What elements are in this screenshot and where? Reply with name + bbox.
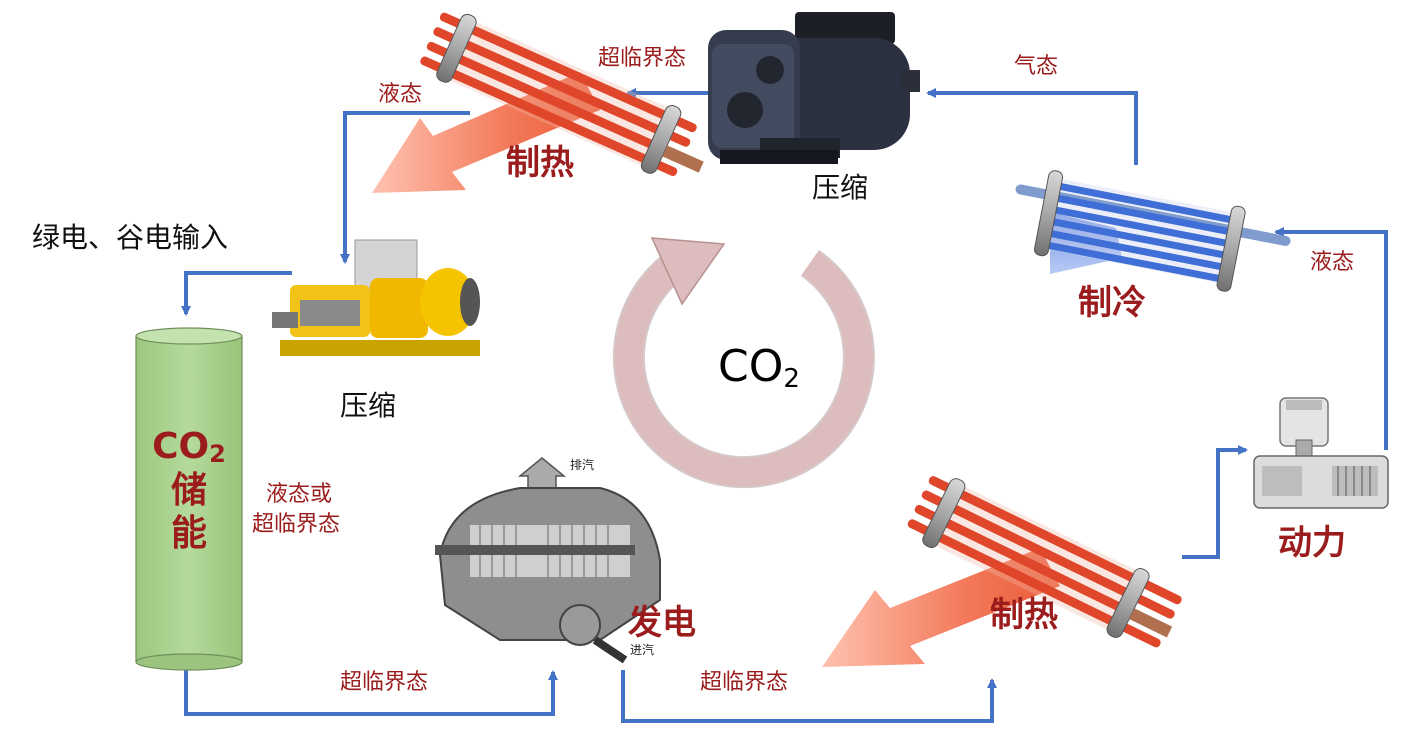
top-compressor-icon [708, 12, 920, 164]
process-power-generation: 发电 [628, 603, 696, 643]
cooler-icon [1015, 170, 1291, 292]
storage-formula: CO2 [136, 425, 242, 469]
flow-arrows [181, 88, 1388, 723]
co2-main: CO [718, 341, 784, 392]
process-heating-bottom: 制热 [990, 595, 1058, 635]
process-heating-top: 制热 [506, 143, 574, 183]
bottom-heater-icon [822, 476, 1182, 667]
turbine-inlet-label: 进汽 [630, 643, 655, 657]
power-valve-icon [1253, 397, 1389, 509]
storage-char-1: 储 [170, 469, 207, 511]
arrow-power-to-cooler [1274, 227, 1388, 450]
storage-state-label-1: 液态或 [266, 482, 333, 507]
arrow-top-heater-to-pump [340, 111, 470, 264]
power-input-label: 绿电、谷电输入 [32, 221, 229, 254]
cycle-co2-formula: CO2 [718, 345, 800, 394]
arrow-bottom-heater-to-power [1182, 445, 1248, 559]
arrow-cooler-to-compressor [926, 88, 1138, 165]
process-cooling: 制冷 [1078, 283, 1146, 323]
storage-char-2: 能 [170, 512, 207, 554]
turbine-icon [435, 457, 661, 664]
left-compressor-icon [272, 239, 480, 356]
co2-storage-tank-icon [135, 327, 243, 671]
state-top-left-liquid: 液态 [378, 82, 423, 107]
storage-tank-title: CO2 储 能 [136, 425, 242, 555]
storage-formula-main: CO [152, 426, 210, 467]
storage-state-label-2: 超临界态 [252, 512, 341, 537]
state-bottom-right-supercritical: 超临界态 [700, 670, 789, 695]
top-heater-icon [372, 12, 704, 193]
state-right-liquid: 液态 [1310, 250, 1355, 275]
turbine-exhaust-label: 排汽 [570, 458, 595, 472]
co2-subscript: 2 [783, 364, 800, 394]
arrow-tank-to-turbine [184, 668, 558, 716]
arrow-turbine-to-bottom-heater [621, 670, 997, 723]
stage-compress-top: 压缩 [812, 171, 869, 204]
stage-compress-left: 压缩 [340, 389, 397, 422]
arrow-input-to-tank [181, 271, 292, 316]
state-bottom-left-supercritical: 超临界态 [340, 670, 429, 695]
state-top-gas: 气态 [1014, 54, 1059, 79]
storage-formula-subscript: 2 [209, 440, 226, 468]
process-power: 动力 [1278, 523, 1346, 563]
state-top-supercritical: 超临界态 [598, 46, 687, 71]
cycle-arrow-icon [612, 237, 875, 489]
